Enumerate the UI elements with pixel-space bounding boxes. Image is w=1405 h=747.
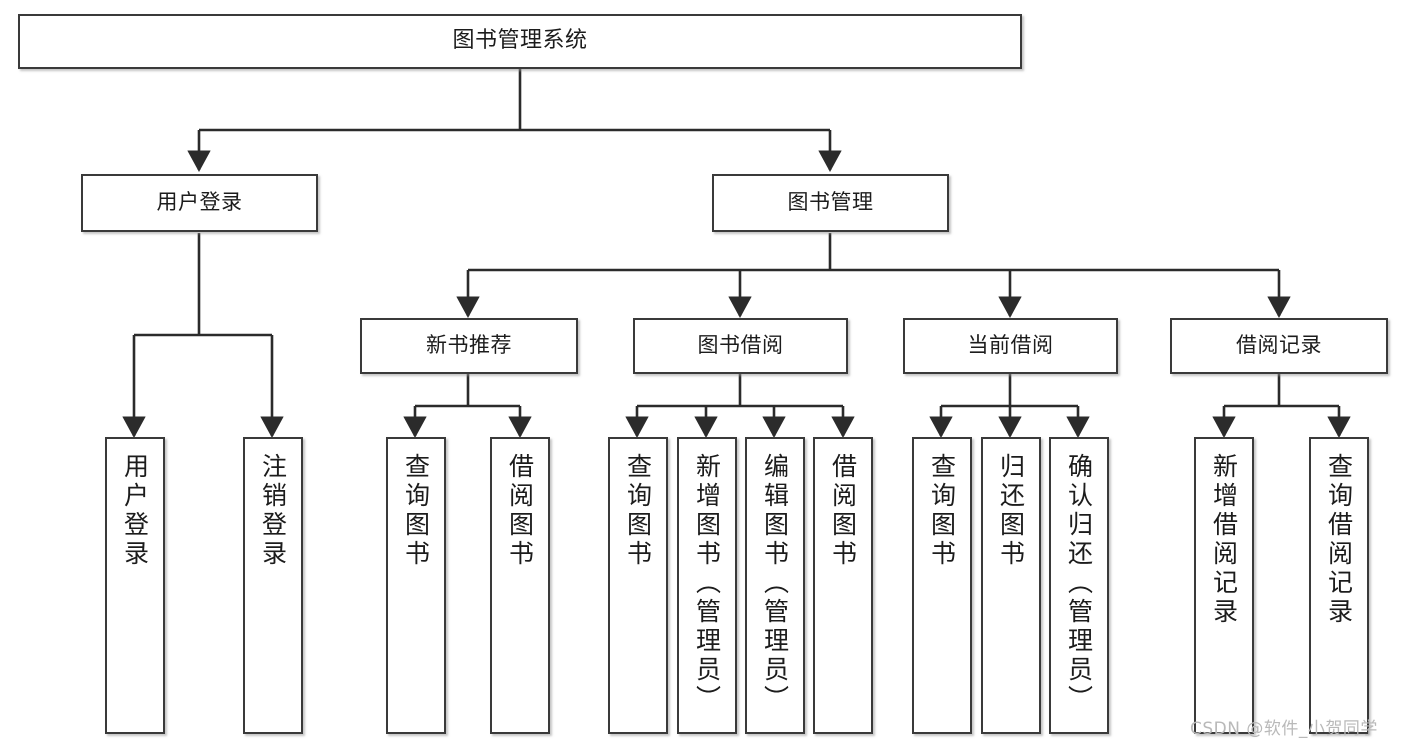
node-current-borrow[interactable]: 当前借阅 [903, 318, 1118, 374]
leaf-add-record-label: 新增借阅记录 [1209, 453, 1239, 627]
leaf-query-book-1-label: 查询图书 [401, 453, 431, 569]
node-borrow-record[interactable]: 借阅记录 [1170, 318, 1388, 374]
leaf-query-record-label: 查询借阅记录 [1324, 453, 1354, 627]
leaf-return-book[interactable]: 归还图书 [981, 437, 1041, 734]
leaf-logout[interactable]: 注销登录 [243, 437, 303, 734]
leaf-query-book-2[interactable]: 查询图书 [608, 437, 668, 734]
leaf-add-book-label: 新增图书（管理员） [692, 453, 722, 714]
leaf-confirm-return-label: 确认归还（管理员） [1064, 453, 1094, 714]
csdn-watermark: CSDN @软件_小贺同学 [1190, 719, 1378, 739]
leaf-logout-label: 注销登录 [258, 453, 288, 569]
leaf-add-book[interactable]: 新增图书（管理员） [677, 437, 737, 734]
leaf-borrow-book-2-label: 借阅图书 [828, 453, 858, 569]
leaf-user-login[interactable]: 用户登录 [105, 437, 165, 734]
leaf-borrow-book-1-label: 借阅图书 [505, 453, 535, 569]
leaf-edit-book[interactable]: 编辑图书（管理员） [745, 437, 805, 734]
leaf-borrow-book-2[interactable]: 借阅图书 [813, 437, 873, 734]
leaf-query-book-1[interactable]: 查询图书 [386, 437, 446, 734]
leaf-query-book-3[interactable]: 查询图书 [912, 437, 972, 734]
node-user-login[interactable]: 用户登录 [81, 174, 318, 232]
node-book-manage[interactable]: 图书管理 [712, 174, 949, 232]
node-user-login-label: 用户登录 [156, 190, 243, 215]
node-current-borrow-label: 当前借阅 [967, 333, 1054, 358]
leaf-query-book-3-label: 查询图书 [927, 453, 957, 569]
node-new-book-rec[interactable]: 新书推荐 [360, 318, 578, 374]
node-book-manage-label: 图书管理 [787, 190, 874, 215]
leaf-user-login-label: 用户登录 [120, 453, 150, 569]
leaf-add-record[interactable]: 新增借阅记录 [1194, 437, 1254, 734]
leaf-return-book-label: 归还图书 [996, 453, 1026, 569]
node-root[interactable]: 图书管理系统 [18, 14, 1022, 69]
node-book-borrow[interactable]: 图书借阅 [633, 318, 848, 374]
node-new-book-rec-label: 新书推荐 [426, 333, 512, 358]
leaf-query-record[interactable]: 查询借阅记录 [1309, 437, 1369, 734]
node-borrow-record-label: 借阅记录 [1236, 333, 1322, 358]
leaf-borrow-book-1[interactable]: 借阅图书 [490, 437, 550, 734]
leaf-edit-book-label: 编辑图书（管理员） [760, 453, 790, 714]
node-book-borrow-label: 图书借阅 [697, 333, 784, 358]
leaf-confirm-return[interactable]: 确认归还（管理员） [1049, 437, 1109, 734]
node-root-label: 图书管理系统 [452, 28, 588, 54]
leaf-query-book-2-label: 查询图书 [623, 453, 653, 569]
